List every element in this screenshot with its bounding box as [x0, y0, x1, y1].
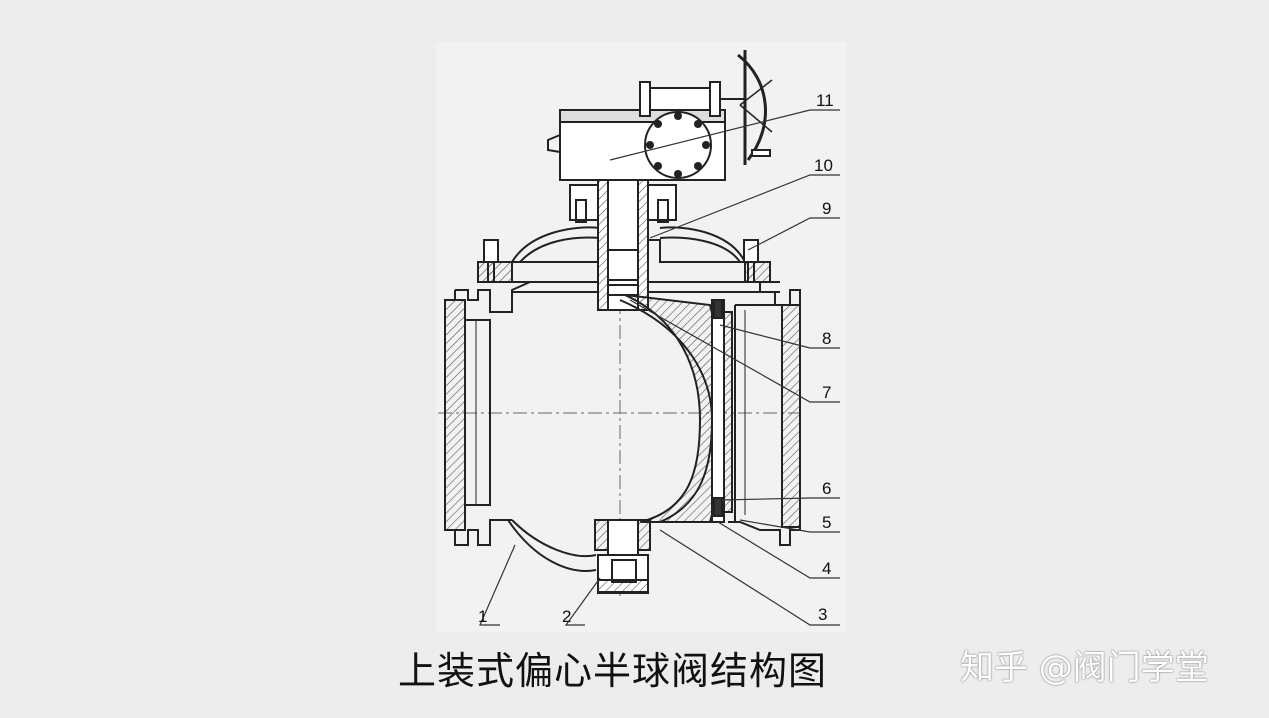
diagram-caption: 上装式偏心半球阀结构图: [398, 649, 828, 693]
gearbox-actuator: [547, 50, 773, 181]
eccentric-half-ball: [619, 294, 733, 523]
stem-neck: [569, 179, 677, 311]
callout-4: 4: [822, 559, 831, 578]
callout-7: 7: [822, 383, 831, 402]
callout-8: 8: [822, 329, 831, 348]
callout-11: 11: [816, 91, 834, 110]
callout-labels: 1 2 3 4 5 6 7 8 9 10 11: [478, 91, 834, 626]
bottom-trunnion: [594, 519, 651, 594]
leader-lines: [479, 109, 840, 626]
callout-5: 5: [822, 513, 831, 532]
callout-1: 1: [478, 607, 487, 626]
callout-2: 2: [562, 607, 571, 626]
watermark: 知乎 @阀门学堂: [960, 648, 1209, 688]
callout-10: 10: [814, 156, 833, 175]
callout-3: 3: [818, 605, 827, 624]
callout-6: 6: [822, 479, 831, 498]
callout-9: 9: [822, 199, 831, 218]
